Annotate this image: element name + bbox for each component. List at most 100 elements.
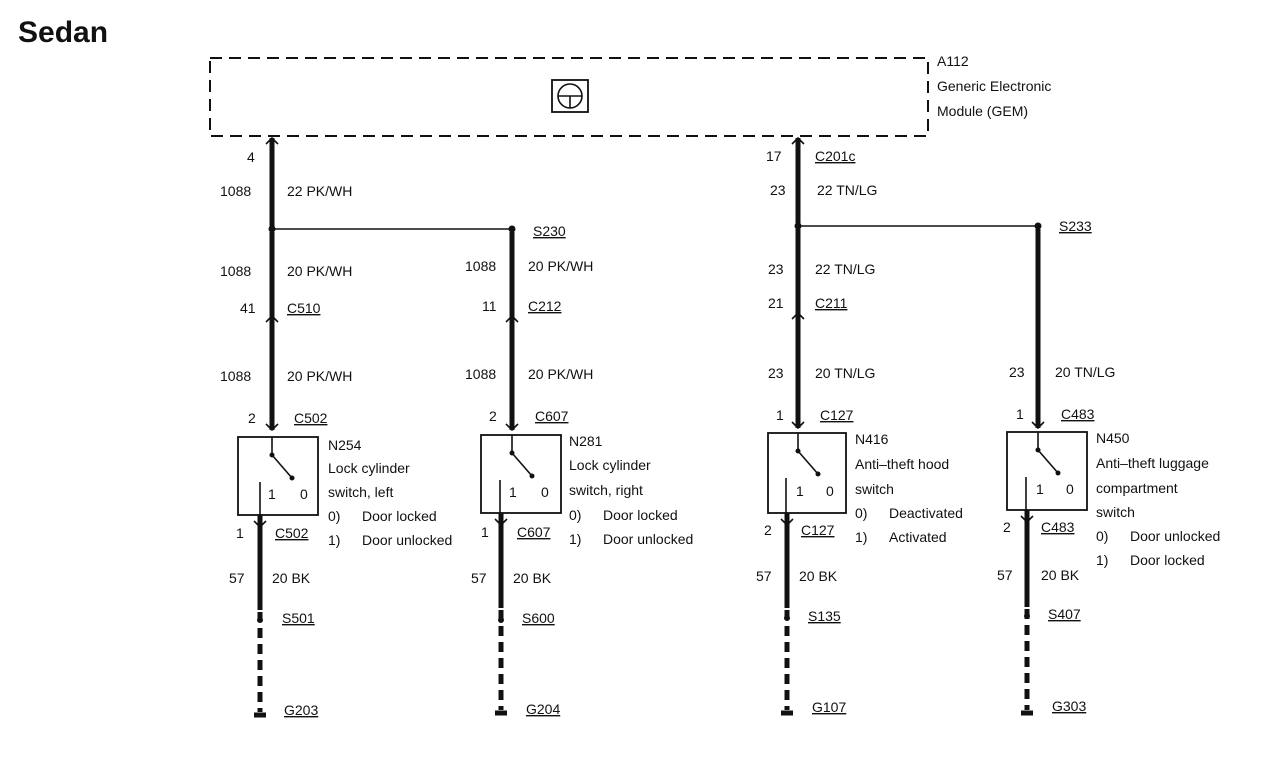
splice-dot bbox=[257, 617, 263, 623]
svg-text:57: 57 bbox=[997, 567, 1013, 583]
svg-text:20 BK: 20 BK bbox=[272, 570, 311, 586]
splice-dot bbox=[268, 225, 276, 233]
svg-text:C211: C211 bbox=[815, 295, 848, 311]
svg-text:C607: C607 bbox=[535, 408, 569, 424]
svg-text:Activated: Activated bbox=[889, 529, 947, 545]
svg-text:20 TN/LG: 20 TN/LG bbox=[815, 365, 875, 381]
svg-text:1): 1) bbox=[855, 529, 867, 545]
svg-text:C502: C502 bbox=[275, 525, 309, 541]
module-name-line1: Generic Electronic bbox=[937, 78, 1051, 94]
gem-left-pin: 4 bbox=[247, 149, 255, 165]
svg-text:1088: 1088 bbox=[465, 366, 496, 382]
svg-text:57: 57 bbox=[229, 570, 245, 586]
branch1-upper-circuit: 1088 bbox=[220, 263, 251, 279]
svg-text:2: 2 bbox=[1003, 519, 1011, 535]
branch1-upper-connector: C510 bbox=[287, 300, 321, 316]
svg-text:C127: C127 bbox=[801, 522, 835, 538]
svg-text:23: 23 bbox=[768, 261, 784, 277]
svg-text:2: 2 bbox=[489, 408, 497, 424]
svg-text:1: 1 bbox=[481, 524, 489, 540]
connector-arrow bbox=[791, 136, 805, 145]
switch-contact bbox=[785, 433, 819, 513]
svg-text:1: 1 bbox=[796, 483, 804, 499]
branch1-upper-pin: 41 bbox=[240, 300, 256, 316]
svg-text:0): 0) bbox=[855, 505, 867, 521]
svg-text:0: 0 bbox=[1066, 481, 1074, 497]
ground-label: G203 bbox=[284, 702, 318, 718]
svg-text:20 TN/LG: 20 TN/LG bbox=[1055, 364, 1115, 380]
ground-label: G303 bbox=[1052, 698, 1086, 714]
svg-text:switch, right: switch, right bbox=[569, 482, 643, 498]
svg-text:Anti–theft luggage: Anti–theft luggage bbox=[1096, 455, 1209, 471]
svg-text:23: 23 bbox=[768, 365, 784, 381]
switch-ref: N416 bbox=[855, 431, 889, 447]
switch-box bbox=[767, 432, 847, 514]
page-title: Sedan bbox=[18, 16, 108, 49]
splice-label: S501 bbox=[282, 610, 315, 626]
svg-text:22 TN/LG: 22 TN/LG bbox=[815, 261, 875, 277]
svg-text:compartment: compartment bbox=[1096, 480, 1178, 496]
switch-ref: N281 bbox=[569, 433, 603, 449]
svg-text:C607: C607 bbox=[517, 524, 551, 540]
switch-contact bbox=[1025, 432, 1059, 510]
svg-text:1): 1) bbox=[569, 531, 581, 547]
svg-text:switch: switch bbox=[855, 481, 894, 497]
splice-dot bbox=[1024, 613, 1030, 619]
svg-text:11: 11 bbox=[482, 298, 497, 314]
steering-wheel-icon bbox=[551, 79, 589, 113]
svg-text:20 PK/WH: 20 PK/WH bbox=[528, 366, 593, 382]
svg-text:20 BK: 20 BK bbox=[513, 570, 552, 586]
svg-text:23: 23 bbox=[1009, 364, 1025, 380]
branch1-in-pin: 2 bbox=[248, 410, 256, 426]
branch-luggage-switch: 23 20 TN/LG 1 C483 1 0 N450 Anti–theft l… bbox=[997, 229, 1220, 716]
module-ref: A112 bbox=[937, 53, 969, 69]
svg-text:1: 1 bbox=[776, 407, 784, 423]
branch-right-lock-switch: 1088 20 PK/WH 11 C212 1088 20 PK/WH 2 C6… bbox=[465, 232, 693, 717]
splice-label-right: S233 bbox=[1059, 218, 1092, 234]
svg-text:57: 57 bbox=[471, 570, 487, 586]
splice-dot bbox=[498, 617, 504, 623]
module-name-line2: Module (GEM) bbox=[937, 103, 1028, 119]
svg-text:Door locked: Door locked bbox=[1130, 552, 1205, 568]
svg-text:1: 1 bbox=[1036, 481, 1044, 497]
switch-ref: N254 bbox=[328, 437, 362, 453]
svg-text:0): 0) bbox=[328, 508, 340, 524]
svg-text:switch, left: switch, left bbox=[328, 484, 393, 500]
splice-dot bbox=[1034, 222, 1042, 230]
switch-contact bbox=[499, 435, 533, 513]
gem-left-wire: 22 PK/WH bbox=[287, 183, 352, 199]
gem-right-pin: 17 bbox=[766, 148, 782, 164]
svg-text:C483: C483 bbox=[1041, 519, 1075, 535]
splice-label: S135 bbox=[808, 608, 841, 624]
svg-text:C483: C483 bbox=[1061, 406, 1095, 422]
svg-text:Deactivated: Deactivated bbox=[889, 505, 963, 521]
svg-text:Door locked: Door locked bbox=[603, 507, 678, 523]
svg-text:20 BK: 20 BK bbox=[1041, 567, 1080, 583]
svg-text:20 BK: 20 BK bbox=[799, 568, 838, 584]
svg-text:Door unlocked: Door unlocked bbox=[603, 531, 693, 547]
splice-label: S600 bbox=[522, 610, 555, 626]
splice-label: S407 bbox=[1048, 606, 1081, 622]
svg-text:1): 1) bbox=[328, 532, 340, 548]
branch1-in-connector: C502 bbox=[294, 410, 328, 426]
svg-text:switch: switch bbox=[1096, 504, 1135, 520]
splice-dot bbox=[508, 225, 516, 233]
gem-module-box bbox=[209, 57, 929, 137]
gem-right-circuit: 23 bbox=[770, 182, 786, 198]
switch-ref: N450 bbox=[1096, 430, 1130, 446]
branch1-upper-wire: 20 PK/WH bbox=[287, 263, 352, 279]
svg-text:1: 1 bbox=[1016, 406, 1024, 422]
svg-text:1): 1) bbox=[1096, 552, 1108, 568]
gem-left-circuit: 1088 bbox=[220, 183, 251, 199]
svg-text:Lock cylinder: Lock cylinder bbox=[569, 457, 651, 473]
splice-dot bbox=[784, 615, 790, 621]
svg-text:21: 21 bbox=[768, 295, 784, 311]
svg-text:57: 57 bbox=[756, 568, 772, 584]
svg-text:C127: C127 bbox=[820, 407, 854, 423]
svg-text:Anti–theft hood: Anti–theft hood bbox=[855, 456, 949, 472]
branch1-lower-wire: 20 PK/WH bbox=[287, 368, 352, 384]
svg-text:1: 1 bbox=[268, 486, 276, 502]
svg-text:0: 0 bbox=[826, 483, 834, 499]
svg-text:20 PK/WH: 20 PK/WH bbox=[528, 258, 593, 274]
